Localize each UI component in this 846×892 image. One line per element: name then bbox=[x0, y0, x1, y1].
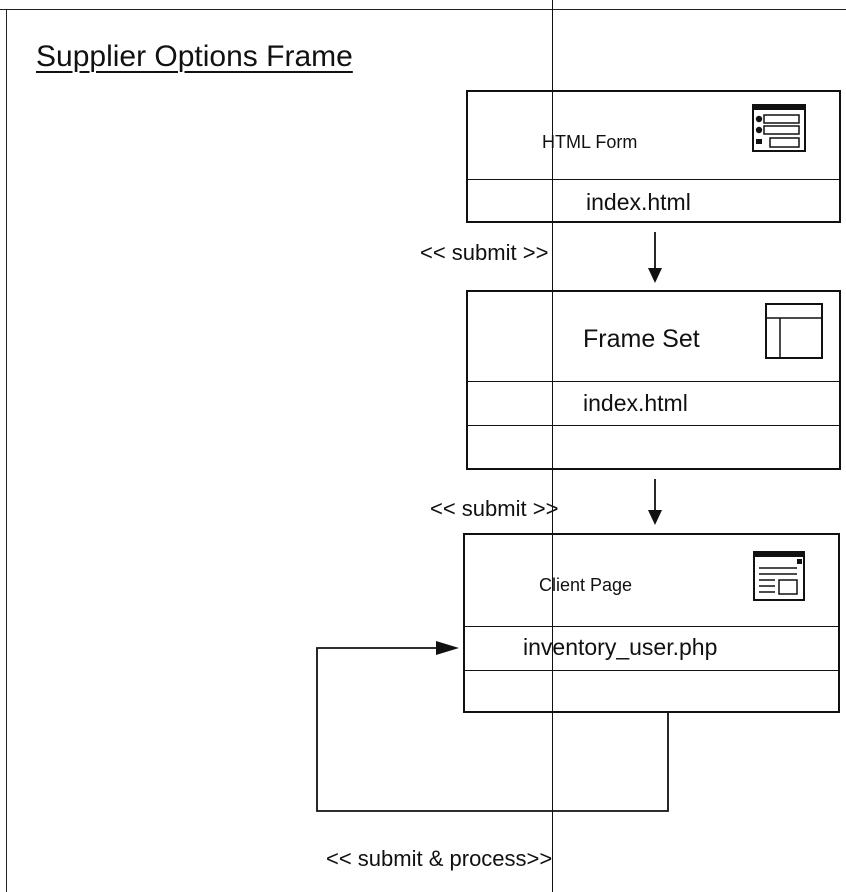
frame-set-empty-row bbox=[468, 425, 839, 469]
page-top-border bbox=[0, 9, 846, 10]
submit-process-label: << submit & process>> bbox=[326, 846, 553, 871]
loop-arrow-submit-process bbox=[316, 641, 669, 812]
frame-set-label: Frame Set bbox=[583, 325, 700, 353]
html-form-label: HTML Form bbox=[542, 132, 638, 152]
html-form-file-row: index.html bbox=[468, 179, 839, 224]
client-page-box: Client Page inventory_user.php bbox=[463, 533, 840, 713]
arrow-frameset-to-client bbox=[648, 479, 662, 525]
client-page-icon bbox=[753, 551, 809, 608]
frame-set-icon bbox=[764, 302, 826, 367]
submit-label-1: << submit >> bbox=[420, 240, 549, 265]
html-form-box: HTML Form index.html bbox=[466, 90, 841, 223]
client-page-empty-row bbox=[465, 670, 838, 712]
client-page-label: Client Page bbox=[539, 575, 633, 595]
client-page-file: inventory_user.php bbox=[523, 634, 718, 660]
diagram-title: Supplier Options Frame bbox=[36, 40, 353, 73]
frame-set-box: Frame Set index.html bbox=[466, 290, 841, 470]
center-divider-line bbox=[552, 0, 553, 892]
html-form-file: index.html bbox=[586, 189, 691, 215]
frame-set-file: index.html bbox=[583, 390, 688, 416]
html-form-icon bbox=[752, 104, 808, 159]
arrow-form-to-frameset bbox=[648, 232, 662, 283]
submit-label-2: << submit >> bbox=[430, 496, 559, 521]
frame-set-file-row: index.html bbox=[468, 381, 839, 426]
page-left-border bbox=[6, 9, 7, 892]
client-page-file-row: inventory_user.php bbox=[465, 626, 838, 671]
